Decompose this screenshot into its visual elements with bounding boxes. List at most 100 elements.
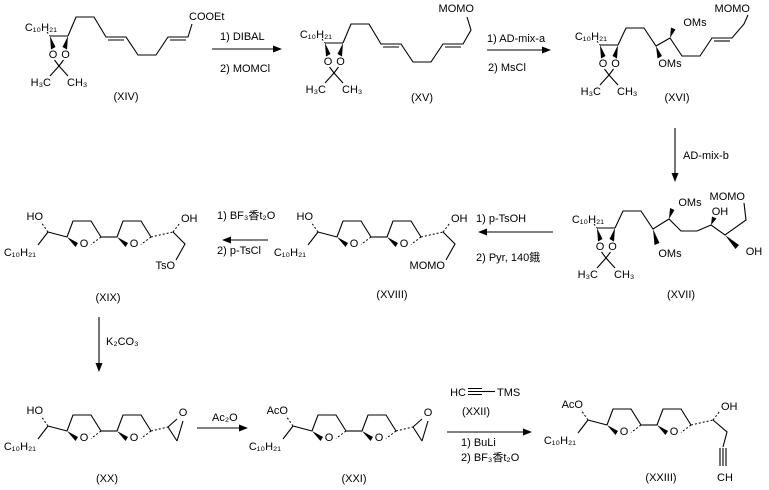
xiv-methyl-left: H₃C <box>31 77 51 89</box>
xvi-methyl-right: CH₃ <box>617 86 637 98</box>
xiv-ring-o2: O <box>61 49 70 61</box>
xix-oh-right: OH <box>181 213 198 225</box>
xxi-bisthf: O O AcO C₁₀H₂₁ O <box>249 405 433 453</box>
xix-ring-o1: O <box>80 238 89 250</box>
xxii-id: (XXII) <box>462 406 490 418</box>
xix-ho-label: HO <box>27 211 44 223</box>
xviii-bisthf: O O HO C₁₀H₂₁ OH MOMO <box>274 211 468 272</box>
xxi-aco-label: AcO <box>267 405 289 417</box>
xvi-ring-o1: O <box>599 58 608 70</box>
compound-xviii: O O HO C₁₀H₂₁ OH MOMO (XVIII) <box>274 211 468 301</box>
xvii-acetonide: O O H₃C CH₃ C₁₀H₂₁ <box>572 214 635 281</box>
xxi-alkyl-label: C₁₀H₂₁ <box>249 441 281 453</box>
xiv-id: (XIV) <box>113 91 138 103</box>
arrow-ac2o: Ac₂O <box>197 412 248 432</box>
xvi-oms-bottom: OMs <box>658 58 682 70</box>
xiv-acetonide: O O H₃C CH₃ C₁₀H₂₁ <box>25 22 88 89</box>
xxiii-id: (XXIII) <box>645 472 676 484</box>
xv-alkyl-label: C₁₀H₂₁ <box>300 29 332 41</box>
xvi-methyl-left: H₃C <box>581 86 601 98</box>
arrow-admixb: AD-mix-b <box>671 128 729 182</box>
arrow4-reagent-top: 1) p-TsOH <box>476 213 526 225</box>
arrow2-reagent-bottom: 2) MsCl <box>488 62 526 74</box>
arrow1-reagent-bottom: 2) MOMCl <box>220 63 270 75</box>
arrow-bf3-ptscl: 1) BF₃香t₂O 2) p-TsCl <box>217 209 276 257</box>
xxi-ring-o2: O <box>375 432 384 444</box>
arrow-buli-bf3: HC TMS (XXII) 1) BuLi 2) BF₃香t₂O <box>447 387 532 464</box>
arrow-dibal-momcl: 1) DIBAL 2) MOMCl <box>212 31 282 75</box>
arrow-admixa-mscl: 1) AD-mix-a 2) MsCl <box>487 33 551 74</box>
xx-bisthf: O O HO C₁₀H₂₁ O <box>4 405 188 453</box>
xvii-oms-top: OMs <box>678 197 702 209</box>
xv-methyl-left: H₃C <box>306 84 326 96</box>
arrow-ptsoh-pyr: 1) p-TsOH 2) Pyr, 140鋨 <box>476 213 553 264</box>
xvii-oh-top: OH <box>712 206 729 218</box>
xvii-ring-o1: O <box>596 241 605 253</box>
xiv-ring-o1: O <box>49 49 58 61</box>
xviii-ring-o1: O <box>350 238 359 250</box>
compound-xvi: O O H₃C CH₃ C₁₀H₂₁ OMs OMs MOMO (XVI) <box>575 3 751 104</box>
xxi-epoxide-o: O <box>424 407 433 419</box>
xv-id: (XV) <box>411 92 433 104</box>
xvi-momo-label: MOMO <box>715 3 751 15</box>
xiv-alkyl-label: C₁₀H₂₁ <box>25 22 57 34</box>
xxiii-ring-o2: O <box>670 426 679 438</box>
xiv-ester-label: COOEt <box>189 11 224 23</box>
xv-momo-label: MOMO <box>439 3 475 15</box>
xxi-id: (XXI) <box>341 473 366 485</box>
xviii-momo-label: MOMO <box>410 260 446 272</box>
arrow1-reagent-top: 1) DIBAL <box>220 31 265 43</box>
xvii-oh-right: OH <box>746 246 763 258</box>
arrow8-reagent-1: 1) BuLi <box>461 437 496 449</box>
xiv-methyl-right: CH₃ <box>67 77 87 89</box>
compound-xx: O O HO C₁₀H₂₁ O (XX) <box>4 405 188 485</box>
xvii-id: (XVII) <box>667 289 695 301</box>
xv-methyl-right: CH₃ <box>342 84 362 96</box>
arrow7-reagent: Ac₂O <box>212 412 238 424</box>
xix-alkyl-label: C₁₀H₂₁ <box>4 247 36 259</box>
xvi-alkyl-label: C₁₀H₂₁ <box>575 31 607 43</box>
arrow5-reagent-top: 1) BF₃香t₂O <box>217 209 276 222</box>
xx-epoxide-o: O <box>179 407 188 419</box>
arrow6-reagent: K₂CO₃ <box>106 336 139 348</box>
xv-ring-o2: O <box>336 56 345 68</box>
xxi-ring-o1: O <box>325 432 334 444</box>
xxiii-oh-right: OH <box>721 401 738 413</box>
xviii-oh-right: OH <box>451 213 468 225</box>
xvii-alkyl-label: C₁₀H₂₁ <box>572 214 604 226</box>
arrow5-reagent-bottom: 2) p-TsCl <box>217 245 261 257</box>
xvii-methyl-right: CH₃ <box>614 269 634 281</box>
arrow2-reagent-top: 1) AD-mix-a <box>487 33 546 45</box>
xxiii-ring-o1: O <box>620 426 629 438</box>
compound-xxi: O O AcO C₁₀H₂₁ O (XXI) <box>249 405 433 485</box>
xvi-ring-o2: O <box>611 58 620 70</box>
xviii-alkyl-label: C₁₀H₂₁ <box>274 247 306 259</box>
xxii-hc-label: HC <box>450 387 466 399</box>
xxiii-alkyl-label: C₁₀H₂₁ <box>544 435 576 447</box>
xix-ring-o2: O <box>130 238 139 250</box>
xx-id: (XX) <box>96 473 118 485</box>
xix-id: (XIX) <box>95 292 120 304</box>
xix-bisthf: O O HO C₁₀H₂₁ OH TsO <box>4 211 198 272</box>
xx-ring-o1: O <box>80 432 89 444</box>
xvi-id: (XVI) <box>664 92 689 104</box>
arrow8-reagent-2: 2) BF₃香t₂O <box>461 451 520 464</box>
arrow-k2co3: K₂CO₃ <box>95 317 139 372</box>
xvi-acetonide: O O H₃C CH₃ C₁₀H₂₁ <box>575 31 638 98</box>
xx-ring-o2: O <box>130 432 139 444</box>
arrow4-reagent-bottom: 2) Pyr, 140鋨 <box>476 250 540 264</box>
compound-xxiii: O O AcO C₁₀H₂₁ OH CH (XXIII) <box>544 399 738 484</box>
xviii-id: (XVIII) <box>376 289 407 301</box>
compound-xix: O O HO C₁₀H₂₁ OH TsO (XIX) <box>4 211 198 304</box>
xvii-methyl-left: H₃C <box>578 269 598 281</box>
xxiii-bisthf: O O AcO C₁₀H₂₁ OH CH <box>544 399 738 484</box>
xv-acetonide: O O H₃C CH₃ C₁₀H₂₁ <box>300 29 363 96</box>
xvii-ring-o2: O <box>608 241 617 253</box>
xviii-ho-label: HO <box>297 211 314 223</box>
compound-xvii: O O H₃C CH₃ C₁₀H₂₁ OMs OMs OH OH MOMO (X… <box>572 191 762 301</box>
xxii-tms-label: TMS <box>497 387 520 399</box>
xv-ring-o1: O <box>324 56 333 68</box>
xx-ho-label: HO <box>27 405 44 417</box>
